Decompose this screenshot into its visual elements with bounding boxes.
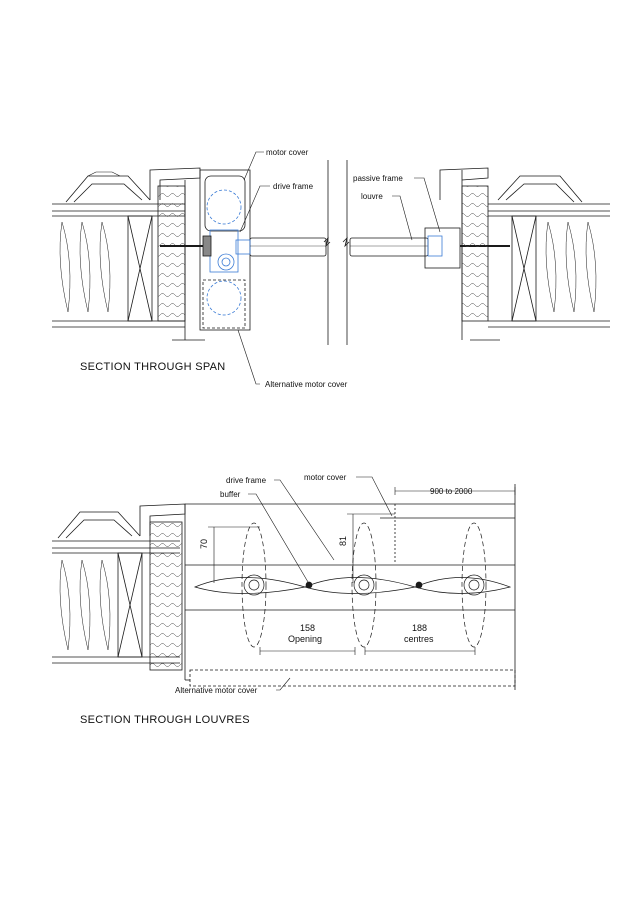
louvre-blades: [193, 522, 512, 648]
blade-pivot-1: [243, 574, 265, 596]
label-buffer: buffer: [220, 490, 241, 499]
dim-centres-label: centres: [404, 634, 434, 644]
blade-pivot-3: [463, 574, 485, 596]
label-alt-motor-cover: Alternative motor cover: [265, 380, 348, 389]
label-drive-frame: drive frame: [273, 182, 314, 191]
span-section-title: SECTION THROUGH SPAN: [80, 361, 226, 373]
label-louvre: louvre: [361, 192, 383, 201]
louvres-leaders: [248, 476, 393, 691]
dim-span-range: 900 to 2000: [430, 487, 473, 496]
dim-height-81: 81: [338, 536, 348, 546]
left-drive-housing: [160, 169, 327, 331]
louvres-section: drive frame buffer motor cover 900 to 20…: [52, 473, 516, 726]
dim-opening-label: Opening: [288, 634, 322, 644]
label-passive-frame: passive frame: [353, 174, 403, 183]
dim-centres-value: 188: [412, 623, 427, 633]
dim-height-70: 70: [199, 539, 209, 549]
right-passive-housing: [349, 167, 610, 341]
louvre-dimensions: [208, 487, 516, 655]
louvre-housing: [184, 484, 516, 690]
louvres-section-title: SECTION THROUGH LOUVRES: [80, 714, 250, 726]
label-alt-motor-cover-2: Alternative motor cover: [175, 686, 258, 695]
blade-pivot-2: [353, 574, 375, 596]
left-roof-buildup: [52, 167, 205, 341]
span-section: motor cover drive frame passive frame lo…: [52, 148, 610, 389]
break-lines: [323, 160, 350, 345]
dim-opening-value: 158: [300, 623, 315, 633]
label-motor-cover-2: motor cover: [304, 473, 347, 482]
label-motor-cover: motor cover: [266, 148, 309, 157]
left-roof-buildup-2: [52, 503, 186, 671]
label-drive-frame-2: drive frame: [226, 476, 267, 485]
span-leaders: [237, 151, 441, 385]
